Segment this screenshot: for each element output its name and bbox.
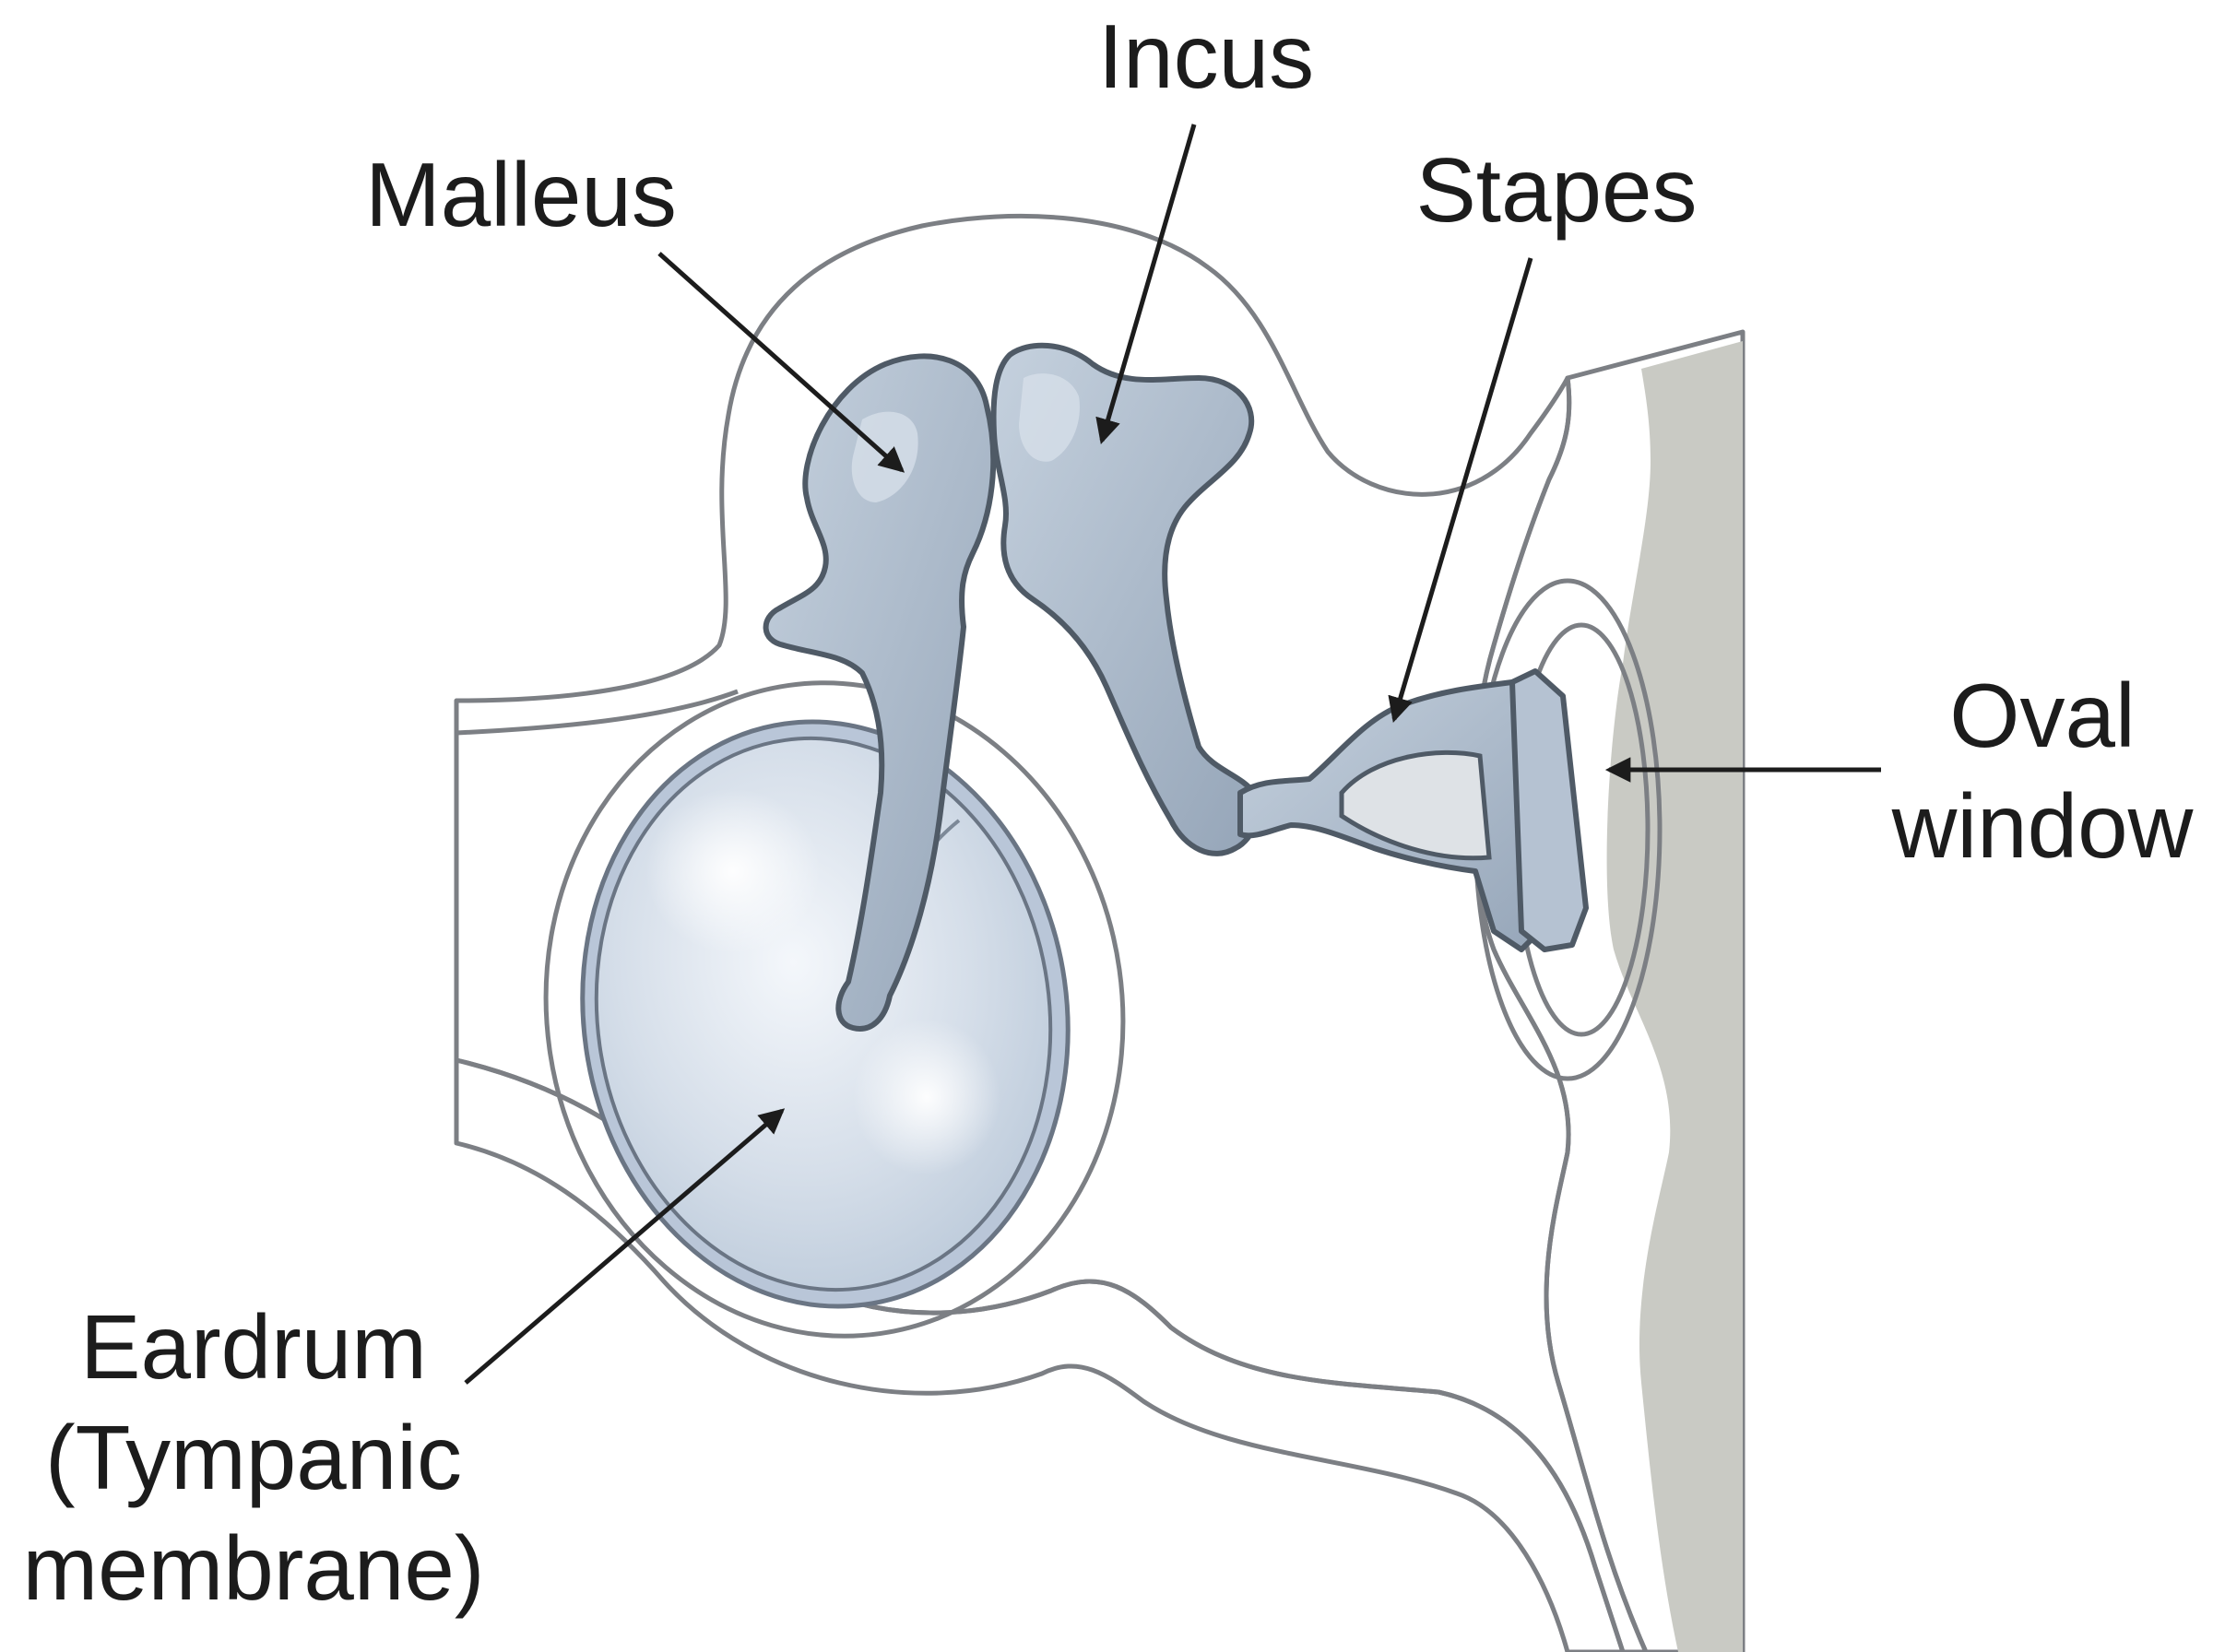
eardrum-membrane (594, 736, 1053, 1292)
eardrum-label-line3: membrane) (22, 1517, 484, 1619)
inner-wall-shadow (1606, 341, 1743, 1652)
stapes-label: Stapes (1415, 139, 1697, 241)
ear-canal-upper-edge (456, 689, 739, 736)
oval-window-label-line2: window (1891, 775, 2195, 877)
eardrum-glare-upper (645, 788, 821, 954)
malleus-arrow (657, 252, 905, 473)
eardrum-arrow (464, 1108, 786, 1385)
malleus-label: Malleus (365, 144, 677, 245)
incus-label: Incus (1098, 6, 1314, 107)
stapes-opening (1339, 749, 1492, 861)
eardrum-label-line1: Eardrum (80, 1296, 427, 1398)
eardrum-label-line2: (Tympanic (45, 1407, 462, 1508)
oval-window-label-line1: Oval (1949, 665, 2136, 766)
eardrum-outer-ring (543, 680, 1126, 1339)
incus-highlight (1019, 373, 1080, 462)
incus-arrow (1095, 124, 1197, 444)
eardrum-glare-lower (853, 1019, 1000, 1175)
malleus-bone (763, 353, 997, 1032)
stapes-footplate (1509, 668, 1589, 952)
stapes-arrow (1388, 257, 1533, 723)
